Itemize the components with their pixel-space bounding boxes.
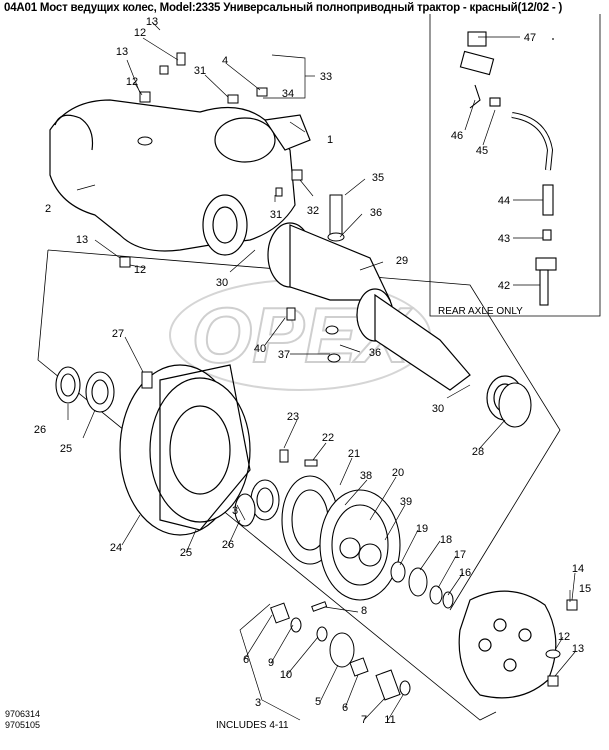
rear-axle-breather-parts	[459, 31, 557, 306]
callout-34: 34	[282, 88, 294, 100]
callout-13-top: 13	[146, 16, 158, 28]
callout-36-top: 36	[370, 207, 382, 219]
callout-12-mid: 12	[126, 76, 138, 88]
callout-6-right: 6	[342, 702, 348, 714]
callout-33: 33	[320, 71, 332, 83]
hardware-bolts	[119, 52, 578, 687]
callout-6-left: 6	[243, 654, 249, 666]
callout-30-left: 30	[216, 277, 228, 289]
assembly-boundary	[37, 249, 497, 721]
rear-axle-only-note: REAR AXLE ONLY	[438, 306, 523, 317]
callout-4-top: 4	[222, 55, 228, 67]
callout-20: 20	[392, 467, 404, 479]
callout-10: 10	[280, 669, 292, 681]
callout-36-bottom: 36	[369, 347, 381, 359]
ring-gear	[281, 475, 401, 601]
bearing-left	[55, 366, 532, 527]
callout-47: 47	[524, 32, 536, 44]
callout-35: 35	[372, 172, 384, 184]
callout-31-mid: 31	[270, 209, 282, 221]
callout-37: 37	[278, 349, 290, 361]
callout-30-right: 30	[432, 403, 444, 415]
callout-25-left: 25	[60, 443, 72, 455]
callout-28: 28	[472, 446, 484, 458]
sun-gear-stack	[390, 561, 454, 609]
callout-13-left: 13	[76, 234, 88, 246]
callout-3: 3	[232, 505, 238, 517]
doc-number-1: 9706314	[5, 709, 41, 719]
callout-26-left: 26	[34, 424, 46, 436]
diagram-title: 04A01 Мост ведущих колес, Model:2335 Уни…	[4, 2, 563, 14]
callout-labels: 13 12 13 12 31 4 33 34 1 2 13 12 35 31 3…	[34, 16, 591, 731]
callout-22: 22	[322, 432, 334, 444]
callout-27: 27	[112, 328, 124, 340]
callout-7: 7	[361, 714, 367, 726]
callout-43: 43	[498, 233, 510, 245]
axle-housing	[49, 99, 311, 256]
planetary-cover	[458, 590, 557, 699]
callout-5: 5	[315, 696, 321, 708]
callout-12-top: 12	[134, 27, 146, 39]
callout-12-left: 12	[134, 264, 146, 276]
callout-26-mid: 26	[222, 539, 234, 551]
callout-13-right: 13	[572, 643, 584, 655]
callout-2: 2	[45, 203, 51, 215]
callout-13-mid: 13	[116, 46, 128, 58]
callout-8: 8	[361, 605, 367, 617]
callout-32: 32	[307, 205, 319, 217]
callout-16: 16	[459, 567, 471, 579]
callout-25-mid: 25	[180, 547, 192, 559]
callout-23: 23	[287, 411, 299, 423]
callout-14: 14	[572, 563, 584, 575]
doc-number-2: 9705105	[5, 720, 41, 730]
leader-lines	[67, 21, 576, 721]
callout-1: 1	[327, 134, 333, 146]
callout-3-bottom: 3	[255, 697, 261, 709]
callout-44: 44	[498, 195, 510, 207]
callout-45: 45	[476, 145, 488, 157]
planetary-housing	[119, 364, 251, 536]
callout-12-right: 12	[558, 631, 570, 643]
planet-gears	[270, 601, 411, 701]
callout-29: 29	[396, 255, 408, 267]
callout-11: 11	[384, 714, 395, 726]
callout-38: 38	[360, 470, 372, 482]
callout-42: 42	[498, 280, 510, 292]
callout-19: 19	[416, 523, 428, 535]
callout-40: 40	[254, 343, 266, 355]
callout-18: 18	[440, 534, 452, 546]
callout-15: 15	[579, 583, 591, 595]
callout-31-top: 31	[194, 65, 206, 77]
callout-21: 21	[348, 448, 360, 460]
callout-9: 9	[268, 657, 274, 669]
callout-24: 24	[110, 542, 122, 554]
includes-note: INCLUDES 4-11	[216, 720, 289, 731]
callout-39: 39	[400, 496, 412, 508]
callout-46: 46	[451, 130, 463, 142]
assembly-boundary-right	[47, 249, 561, 611]
rear-axle-only-frame	[429, 14, 601, 317]
callout-17: 17	[454, 549, 466, 561]
